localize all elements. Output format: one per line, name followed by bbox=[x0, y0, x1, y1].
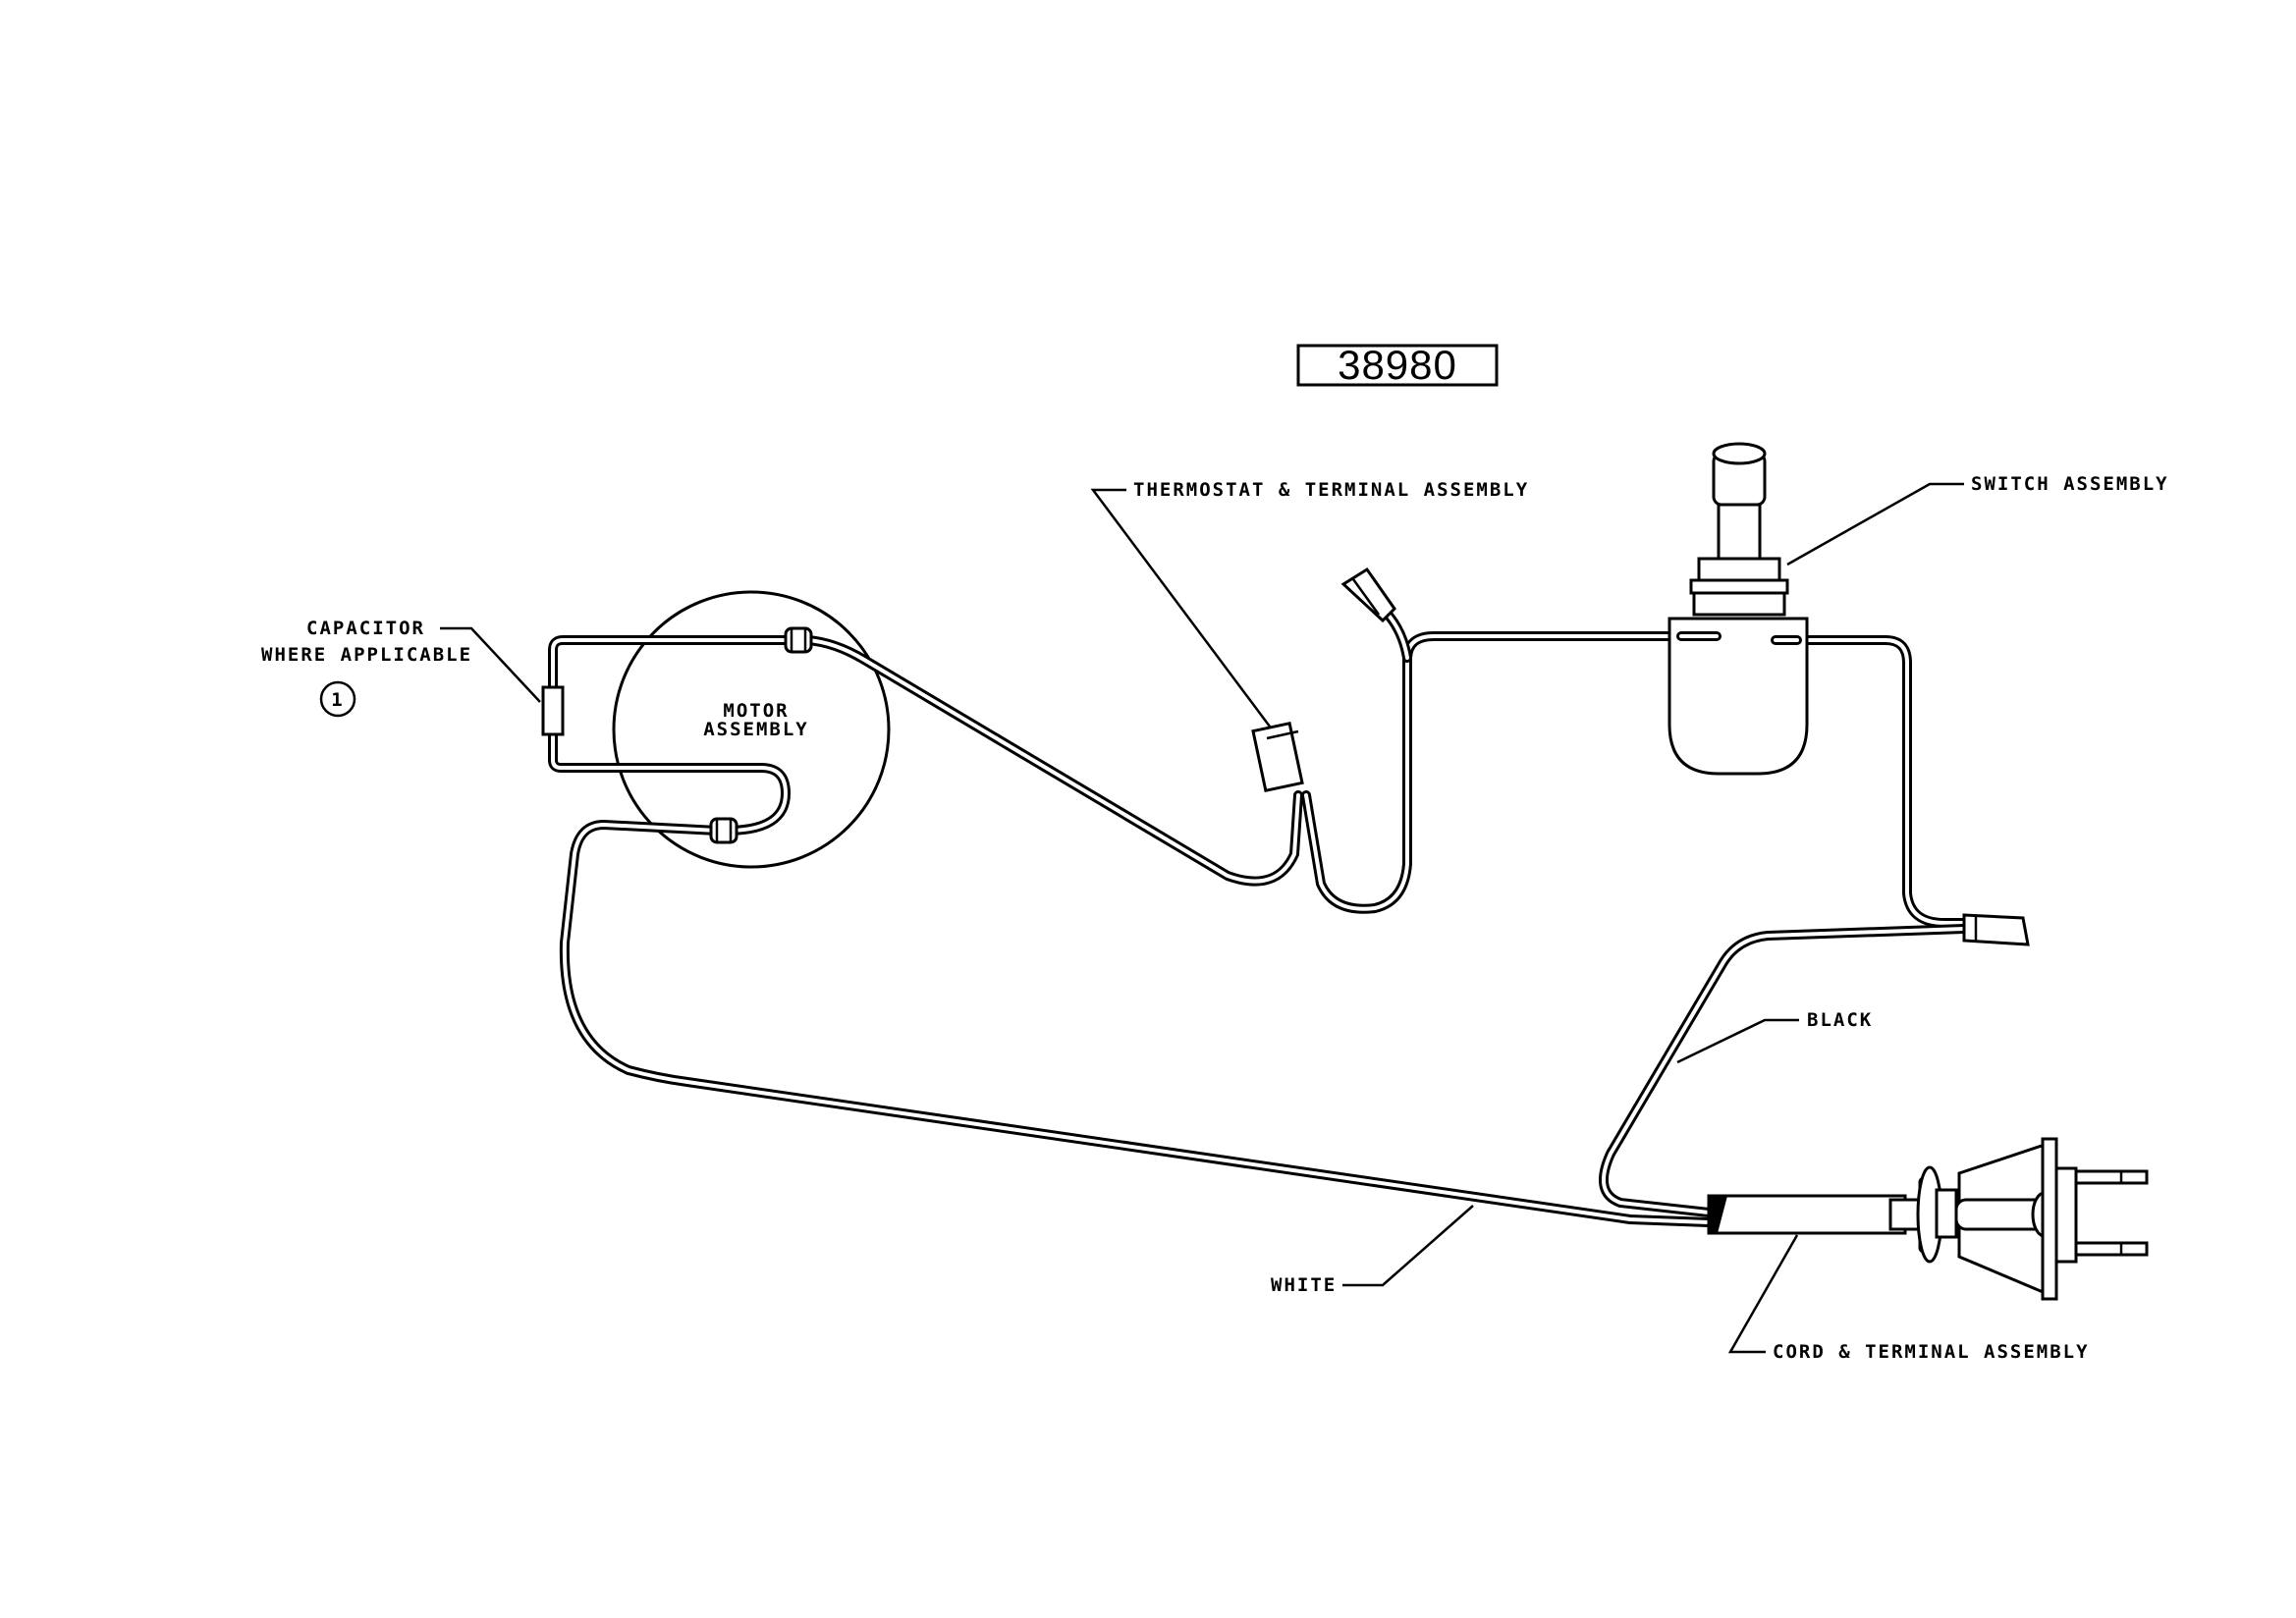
black-wire-label: BLACK bbox=[1807, 1009, 1873, 1031]
cord-label: CORD & TERMINAL ASSEMBLY bbox=[1773, 1341, 2090, 1363]
black-wire-leader bbox=[1676, 1018, 1799, 1064]
switch-label: SWITCH ASSEMBLY bbox=[1971, 473, 2169, 495]
motor-assembly bbox=[612, 590, 891, 869]
motor-label-line2: ASSEMBLY bbox=[703, 719, 809, 740]
capacitor-label-line1: CAPACITOR bbox=[306, 618, 425, 639]
thermostat bbox=[1251, 721, 1304, 793]
capacitor-note-number: 1 bbox=[331, 689, 344, 711]
motor-terminal-bottom bbox=[709, 817, 738, 844]
cord-leader bbox=[1727, 1234, 1799, 1354]
switch-leader bbox=[1786, 482, 1964, 566]
capacitor-note-circle bbox=[319, 680, 356, 718]
thermostat-label: THERMOSTAT & TERMINAL ASSEMBLY bbox=[1133, 479, 1529, 501]
motor-terminal-top bbox=[784, 626, 813, 654]
thermostat-leader bbox=[1090, 488, 1272, 728]
capacitor bbox=[541, 685, 565, 736]
switch-assembly bbox=[1667, 442, 1809, 776]
wire-nut-left bbox=[1340, 566, 1396, 623]
white-wire-label: WHITE bbox=[1271, 1274, 1337, 1296]
reference-number-box: 38980 bbox=[1296, 342, 1499, 388]
capacitor-label-line2: WHERE APPLICABLE bbox=[261, 644, 472, 666]
wiring-harness bbox=[548, 604, 1969, 1227]
motor-label-line1: MOTOR bbox=[723, 700, 789, 722]
white-wire-leader bbox=[1342, 1205, 1474, 1287]
wire-nut-right bbox=[1962, 913, 2030, 946]
capacitor-leader bbox=[440, 626, 541, 703]
reference-number: 38980 bbox=[1338, 342, 1457, 388]
plug-assembly bbox=[1707, 1137, 2149, 1301]
